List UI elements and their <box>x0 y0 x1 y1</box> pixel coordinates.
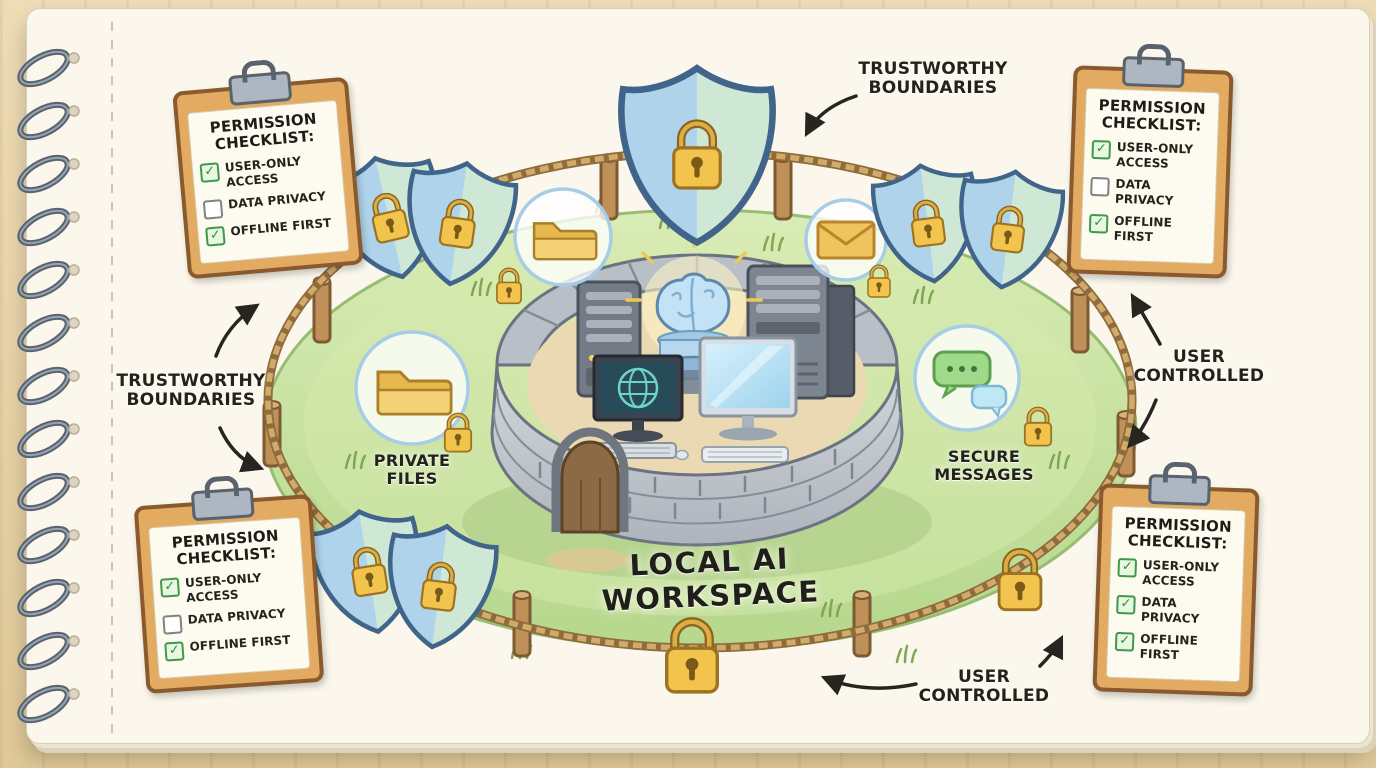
label-trustworthy-boundaries-left: TRUSTWORTHY BOUNDARIES <box>116 371 266 411</box>
checkbox-icon: ✓ <box>1091 139 1112 160</box>
secure-messages-bubble <box>913 324 1051 446</box>
fence-post <box>773 152 793 221</box>
checkbox-icon <box>1090 176 1110 197</box>
label-user-controlled-right: USER CONTROLLED <box>1133 347 1265 387</box>
checklist-paper: PERMISSION CHECKLIST: ✓ USER-ONLY ACCESS… <box>1079 87 1220 264</box>
arrow <box>1127 398 1158 449</box>
private-files-bubble <box>497 187 613 303</box>
clipboard-clip-icon <box>227 70 293 106</box>
checkbox-icon: ✓ <box>1088 213 1109 234</box>
arrow <box>1038 634 1064 668</box>
checkbox-icon: ✓ <box>164 640 185 662</box>
checklist-item: DATA PRIVACY <box>162 605 299 635</box>
chat-bubbles-icon <box>932 350 1008 419</box>
monitor-icon <box>675 336 798 463</box>
secure-mail-bubble <box>804 198 892 299</box>
checklist-title: PERMISSION CHECKLIST: <box>1124 514 1233 554</box>
label-user-controlled-bottom: USER CONTROLLED <box>918 667 1050 707</box>
clipboard-bottom-left: PERMISSION CHECKLIST: ✓ USER-ONLY ACCESS… <box>133 487 325 694</box>
checklist-item: DATA PRIVACY <box>1090 175 1209 209</box>
clipboard-clip-icon <box>190 487 255 522</box>
checklist-item: ✓ DATA PRIVACY <box>1116 593 1235 627</box>
checkbox-icon: ✓ <box>1114 631 1135 652</box>
stone-fortress <box>490 232 904 547</box>
workspace-title: LOCAL AI WORKSPACE <box>601 541 821 618</box>
checklist-title: PERMISSION CHECKLIST: <box>1098 96 1207 136</box>
label-private-files: PRIVATE FILES <box>373 451 451 489</box>
clipboard-top-left: PERMISSION CHECKLIST: ✓ USER-ONLY ACCESS… <box>172 70 364 279</box>
monitor-icon <box>591 354 684 459</box>
clipboard-clip-icon <box>1121 55 1185 89</box>
clipboard-top-right: PERMISSION CHECKLIST: ✓ USER-ONLY ACCESS… <box>1066 55 1234 279</box>
checkbox-icon: ✓ <box>205 225 226 247</box>
arrow <box>1130 293 1162 346</box>
arrow <box>218 426 265 473</box>
checkbox-icon: ✓ <box>1117 557 1138 578</box>
arrow <box>214 303 260 358</box>
checkbox-icon: ✓ <box>159 576 181 598</box>
private-files-bubble <box>354 330 471 452</box>
checklist-item: ✓ USER-ONLY ACCESS <box>159 568 298 607</box>
checklist-paper: PERMISSION CHECKLIST: ✓ USER-ONLY ACCESS… <box>187 99 350 264</box>
arrow <box>804 94 858 138</box>
checkbox-icon: ✓ <box>199 161 221 183</box>
checklist-title: PERMISSION CHECKLIST: <box>171 526 280 569</box>
arrow <box>820 674 918 696</box>
checklist-item: ✓ OFFLINE FIRST <box>1114 630 1233 664</box>
label-trustworthy-boundaries-top: TRUSTWORTHY BOUNDARIES <box>858 59 1008 99</box>
annotation-arrows <box>214 94 1162 696</box>
mouse-icon <box>675 449 689 461</box>
checklist-item: ✓ USER-ONLY ACCESS <box>199 151 335 193</box>
checklist-item: ✓ OFFLINE FIRST <box>164 632 301 662</box>
clipboard-bottom-right: PERMISSION CHECKLIST: ✓ USER-ONLY ACCESS… <box>1092 473 1260 697</box>
checkbox-icon: ✓ <box>1116 594 1136 615</box>
checklist-item: ✓ OFFLINE FIRST <box>205 214 340 247</box>
checklist-item: ✓ USER-ONLY ACCESS <box>1117 556 1236 590</box>
checkbox-icon <box>202 198 224 220</box>
label-secure-messages: SECURE MESSAGES <box>934 447 1034 485</box>
spiral-binding <box>15 45 80 727</box>
checkbox-icon <box>162 613 183 635</box>
fence-post <box>1070 285 1090 354</box>
checklist-item: ✓ OFFLINE FIRST <box>1088 212 1207 246</box>
clipboard-clip-icon <box>1147 473 1211 507</box>
checklist-title: PERMISSION CHECKLIST: <box>209 109 318 154</box>
checklist-item: ✓ USER-ONLY ACCESS <box>1091 138 1210 172</box>
envelope-icon <box>816 220 876 260</box>
checklist-paper: PERMISSION CHECKLIST: ✓ USER-ONLY ACCESS… <box>148 516 311 679</box>
fortress-door <box>551 427 629 534</box>
checklist-item: DATA PRIVACY <box>202 188 338 220</box>
checklist-paper: PERMISSION CHECKLIST: ✓ USER-ONLY ACCESS… <box>1105 505 1246 682</box>
